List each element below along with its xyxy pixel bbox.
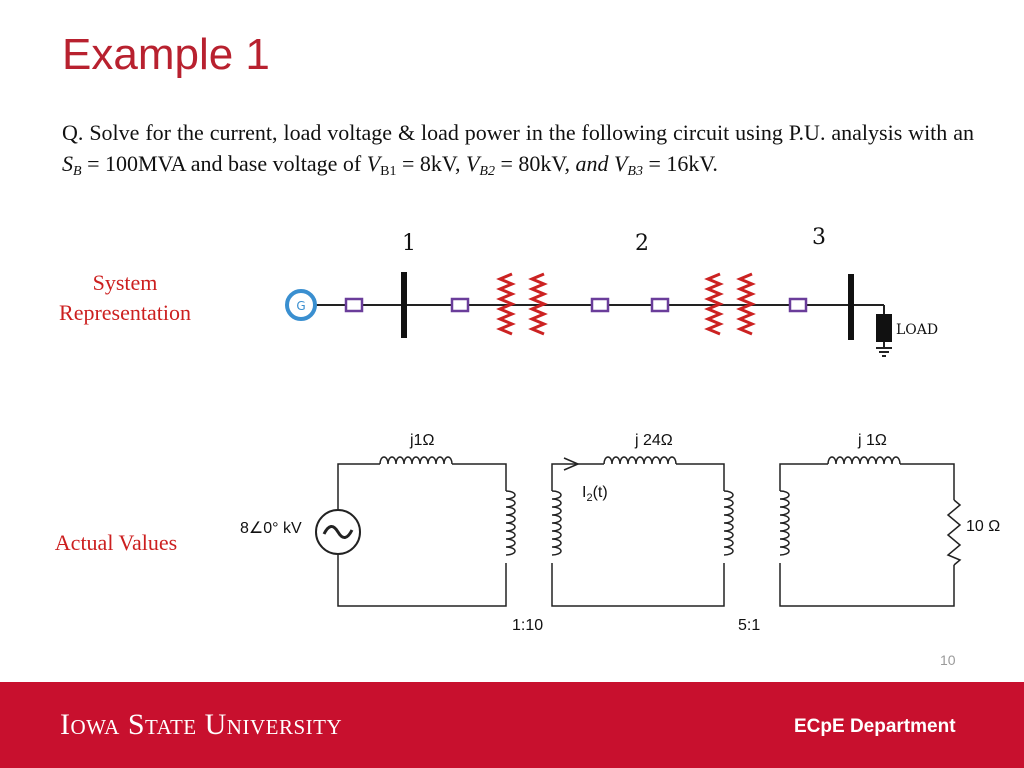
- generator-icon: G: [285, 289, 317, 321]
- loop-3: [779, 463, 962, 607]
- bus-box: [450, 297, 470, 313]
- question-text: Q. Solve for the current, load voltage &…: [62, 117, 974, 179]
- current-arrow-icon: [563, 457, 580, 471]
- department-label: ECpE Department: [794, 716, 956, 737]
- transformer-1-primary-coil: [505, 490, 516, 556]
- slide-title: Example 1: [62, 30, 270, 79]
- ratio-2-label: 5:1: [738, 617, 760, 634]
- vb3-value: = 16kV.: [642, 151, 718, 176]
- load-label: LOAD: [896, 322, 938, 338]
- current-label: I2(t): [582, 484, 608, 504]
- page-number: 10: [940, 652, 956, 668]
- bus-box: [590, 297, 610, 313]
- vb1-subscript: B1: [380, 164, 397, 179]
- load-resistance-label: 10 Ω: [966, 518, 1000, 535]
- vb2-value: = 80kV,: [494, 151, 576, 176]
- question-lead: Q. Solve for the current, load voltage &…: [62, 120, 974, 145]
- impedance-1-coil: [379, 456, 453, 465]
- generator-label: G: [296, 299, 305, 313]
- ratio-1-label: 1:10: [512, 617, 543, 634]
- system-label-line1: System: [92, 270, 158, 295]
- transformer-1-secondary-coil: [551, 490, 562, 556]
- impedance-2-coil: [603, 456, 677, 465]
- impedance-3-label: j 1Ω: [857, 432, 887, 449]
- sb-symbol: S: [62, 151, 73, 176]
- transformer-2-icon: [704, 272, 756, 336]
- sb-subscript: B: [73, 164, 82, 179]
- bus-box: [344, 297, 364, 313]
- one-line-diagram: 1 2 3 G LOAD: [285, 225, 938, 357]
- transformer-2-secondary-coil: [779, 490, 790, 556]
- load-icon: [854, 304, 892, 357]
- bus-box: [650, 297, 670, 313]
- university-logo: Iowa State University: [60, 708, 343, 741]
- bus-3-number: 3: [812, 225, 826, 250]
- vb1-symbol: V: [366, 151, 381, 176]
- bus-2-number: 2: [635, 231, 649, 256]
- circuit-diagram: j1Ω j 24Ω j 1Ω 8∠0° kV 10 Ω 1:10 5:1 I2(…: [240, 432, 1000, 634]
- source-voltage-label: 8∠0° kV: [240, 520, 302, 537]
- bus-box: [788, 297, 808, 313]
- bus-3-bar: [848, 274, 854, 340]
- system-representation-label: System Representation: [40, 268, 210, 328]
- footer-bar: Iowa State University ECpE Department: [0, 682, 1024, 768]
- loop-2: [551, 463, 725, 607]
- transformer-2-primary-coil: [723, 490, 734, 556]
- vb2-subscript: B2: [479, 164, 495, 179]
- sb-value: = 100MVA and base voltage of: [81, 151, 367, 176]
- loop-1: [337, 463, 507, 607]
- bus-1-bar: [401, 272, 407, 338]
- vb1-value: = 8kV,: [396, 151, 466, 176]
- ac-source-icon: [315, 509, 361, 555]
- and-word: and: [575, 151, 609, 176]
- impedance-2-label: j 24Ω: [634, 432, 673, 449]
- transformer-1-icon: [496, 272, 548, 336]
- impedance-3-coil: [827, 456, 901, 465]
- bus-boxes: [344, 297, 808, 313]
- load-resistor-icon: [946, 499, 962, 566]
- actual-values-label: Actual Values: [54, 530, 178, 555]
- vb3-subscript: B3: [627, 164, 643, 179]
- system-label-line2: Representation: [59, 300, 191, 325]
- bus-1-number: 1: [402, 231, 416, 256]
- vb2-symbol: V: [465, 151, 480, 176]
- vb3-symbol: V: [613, 151, 628, 176]
- impedance-1-label: j1Ω: [409, 432, 434, 449]
